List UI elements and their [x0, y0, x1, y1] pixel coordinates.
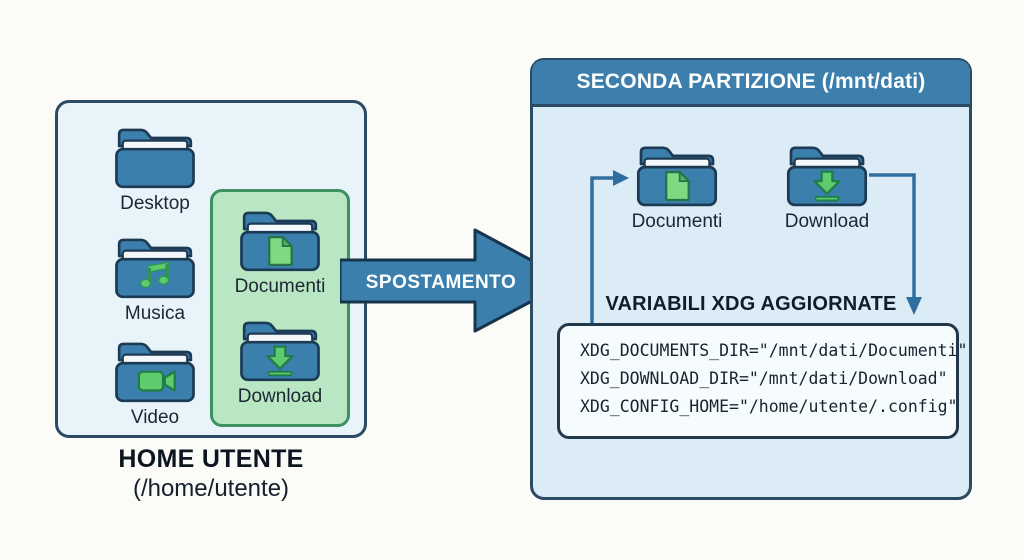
folder-video: Video [90, 333, 220, 429]
folder-label: Documenti [631, 211, 723, 232]
document-glyph [665, 169, 691, 202]
home-path: (/home/utente) [132, 475, 290, 502]
move-arrow-label: SPOSTAMENTO [366, 272, 516, 293]
folder-label: Musica [124, 303, 186, 324]
download-arrow-glyph [266, 345, 294, 377]
camera-glyph [137, 370, 176, 392]
second-partition-panel: SECONDA PARTIZIONE (/mnt/dati) Documenti [530, 58, 972, 500]
folder-download-home: Download [213, 312, 347, 408]
home-title: HOME UTENTE [118, 445, 304, 473]
code-line-xdg-config: XDG_CONFIG_HOME="/home/utente/.config" [580, 397, 958, 416]
folder-music-icon [115, 238, 195, 299]
download-arrow-glyph [813, 170, 841, 202]
folder-desktop: Desktop [90, 119, 220, 215]
folder-label: Documenti [234, 276, 326, 297]
folder-icon [115, 128, 195, 189]
folder-document-icon [636, 146, 718, 207]
folder-label: Video [130, 407, 180, 428]
moved-folders-highlight-box: Documenti Download [210, 189, 350, 427]
partition-header: SECONDA PARTIZIONE (/mnt/dati) [532, 60, 970, 107]
folder-download-icon [786, 146, 868, 207]
music-note-glyph [139, 261, 170, 289]
xdg-variables-title: VARIABILI XDG AGGIORNATE [605, 293, 897, 315]
folder-musica: Musica [90, 229, 220, 325]
document-glyph [268, 234, 294, 266]
code-line-xdg-download: XDG_DOWNLOAD_DIR="/mnt/dati/Download" [580, 369, 948, 388]
folder-documenti-home: Documenti [213, 202, 347, 298]
home-directory-box: Desktop Musica [55, 100, 367, 438]
folder-document-icon [240, 211, 320, 272]
folder-download-partition: Download [767, 137, 887, 233]
folder-download-icon [240, 321, 320, 382]
folder-label: Download [237, 386, 323, 407]
move-arrow: SPOSTAMENTO [340, 228, 572, 333]
folder-video-icon [115, 342, 195, 403]
folder-documenti-partition: Documenti [617, 137, 737, 233]
folder-label: Download [784, 211, 870, 232]
code-line-xdg-documents: XDG_DOCUMENTS_DIR="/mnt/dati/Documenti" [580, 341, 968, 360]
xdg-code-box: XDG_DOCUMENTS_DIR="/mnt/dati/Documenti" … [557, 323, 968, 439]
folder-label: Desktop [120, 193, 190, 214]
